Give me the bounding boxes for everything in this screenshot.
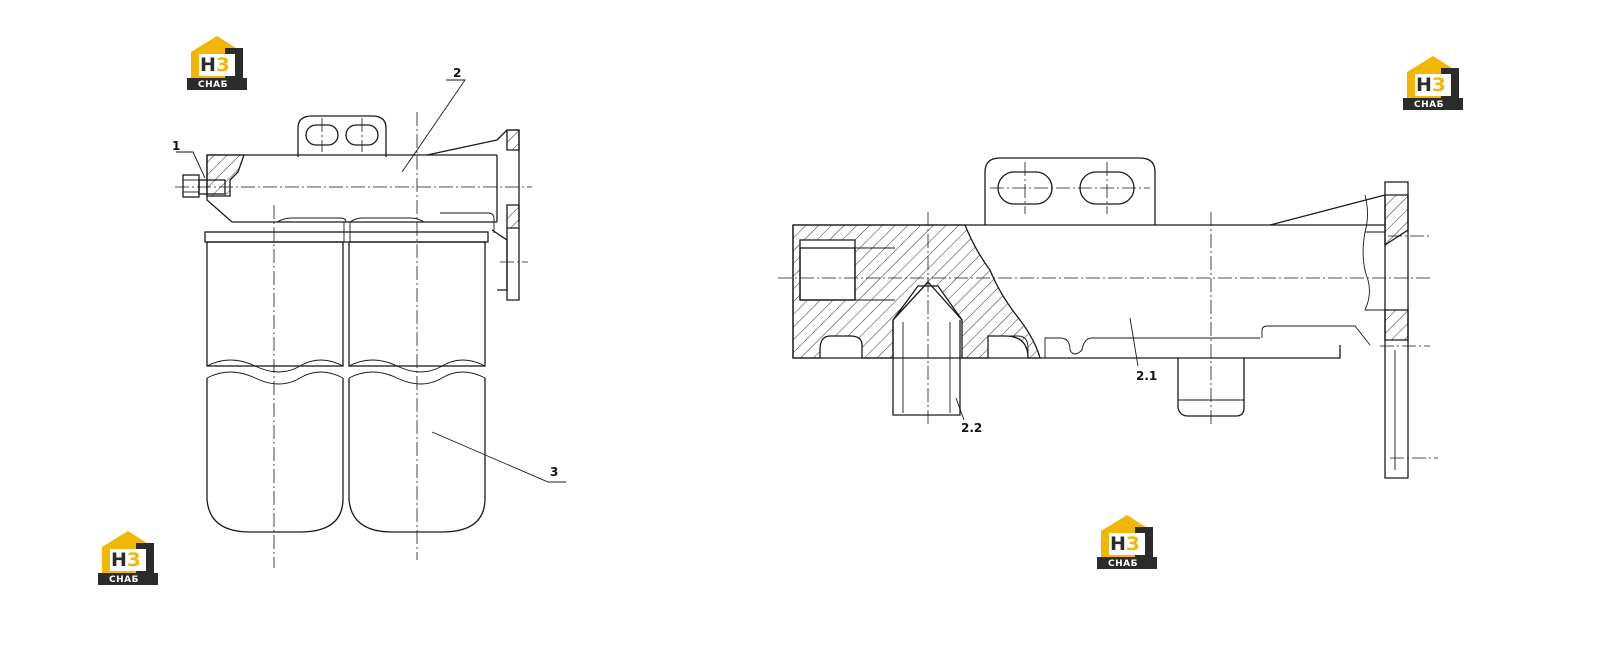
callout-1: 1 [172,139,180,153]
callout-2-1: 2.1 [1136,369,1157,383]
logo-caption: СНАБ [109,575,139,585]
callout-3: 3 [550,465,558,479]
logo-bottom-center: Н З СНАБ [1097,515,1157,569]
logo-letter-h: Н [1110,533,1126,555]
logo-top-left: Н З СНАБ [187,36,247,90]
logo-caption: СНАБ [198,80,228,90]
logo-letter-h: Н [1416,74,1432,96]
logo-letter-z: З [1432,74,1446,96]
logo-caption: СНАБ [1108,559,1138,569]
logo-letter-h: Н [200,54,216,76]
filter-head-section-view [778,157,1438,479]
callout-2: 2 [453,66,461,80]
logo-letter-z: З [1126,533,1140,555]
logo-letter-z: З [127,549,141,571]
filter-assembly-view [175,79,566,568]
logo-letter-h: Н [111,549,127,571]
logo-top-right: Н З СНАБ [1403,56,1463,110]
logo-letter-z: З [216,54,230,76]
logo-caption: СНАБ [1414,100,1444,110]
logo-bottom-left: Н З СНАБ [98,531,158,585]
callout-2-2: 2.2 [961,421,982,435]
